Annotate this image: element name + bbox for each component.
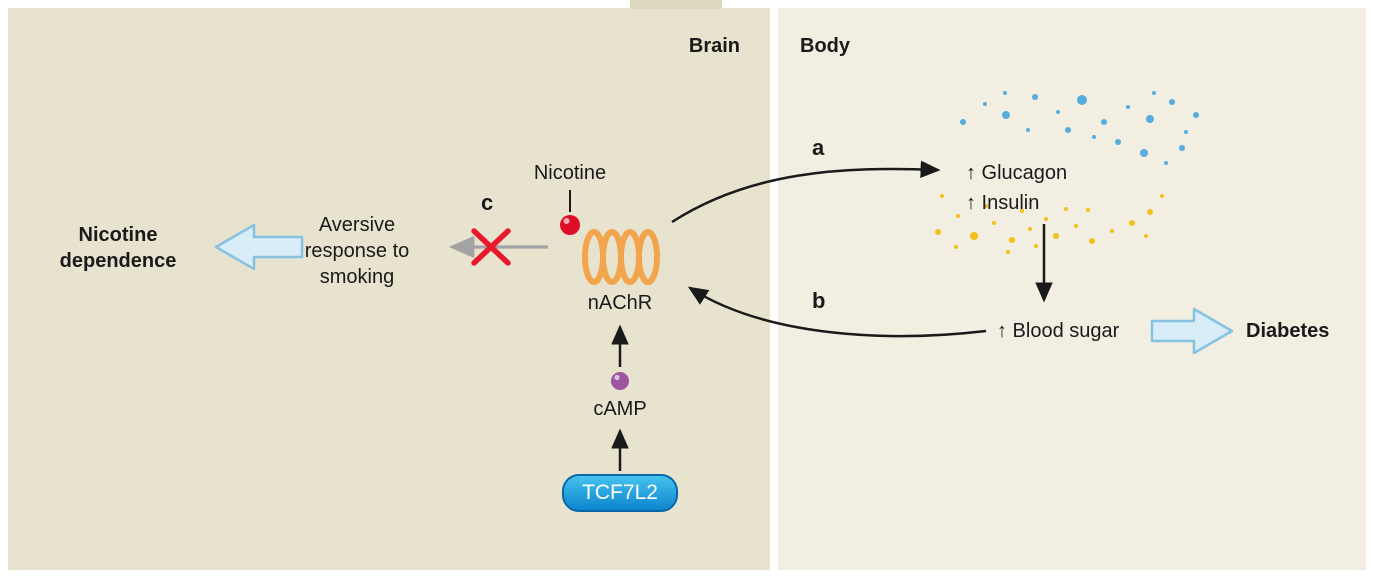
nicotine-dependence-label: Nicotine dependence xyxy=(28,222,208,274)
pathway-a-label: a xyxy=(812,135,825,160)
aversive-response-label: Aversive response to smoking xyxy=(304,214,410,288)
brain-panel-title: Brain xyxy=(688,35,740,57)
glucagon-label: ↑ Glucagon xyxy=(966,162,1068,184)
nicotine-label: Nicotine xyxy=(533,162,607,184)
pathway-c-label: c xyxy=(481,190,494,215)
pathway-b-label: b xyxy=(812,288,826,313)
tcf7l2-label: TCF7L2 xyxy=(582,481,658,504)
blood-sugar-label: ↑ Blood sugar xyxy=(997,320,1120,342)
nicotine-dependence-line1: Nicotine xyxy=(78,224,158,246)
body-panel xyxy=(778,8,1366,570)
nicotine-dependence-line2: dependence xyxy=(59,250,177,272)
tcf7l2-gene-box: TCF7L2 xyxy=(562,474,678,512)
insulin-label: ↑ Insulin xyxy=(966,192,1040,214)
top-notch xyxy=(630,0,722,9)
camp-label: cAMP xyxy=(593,398,647,420)
diabetes-label: Diabetes xyxy=(1246,320,1330,342)
nachr-label: nAChR xyxy=(587,292,653,314)
body-panel-title: Body xyxy=(800,35,850,57)
